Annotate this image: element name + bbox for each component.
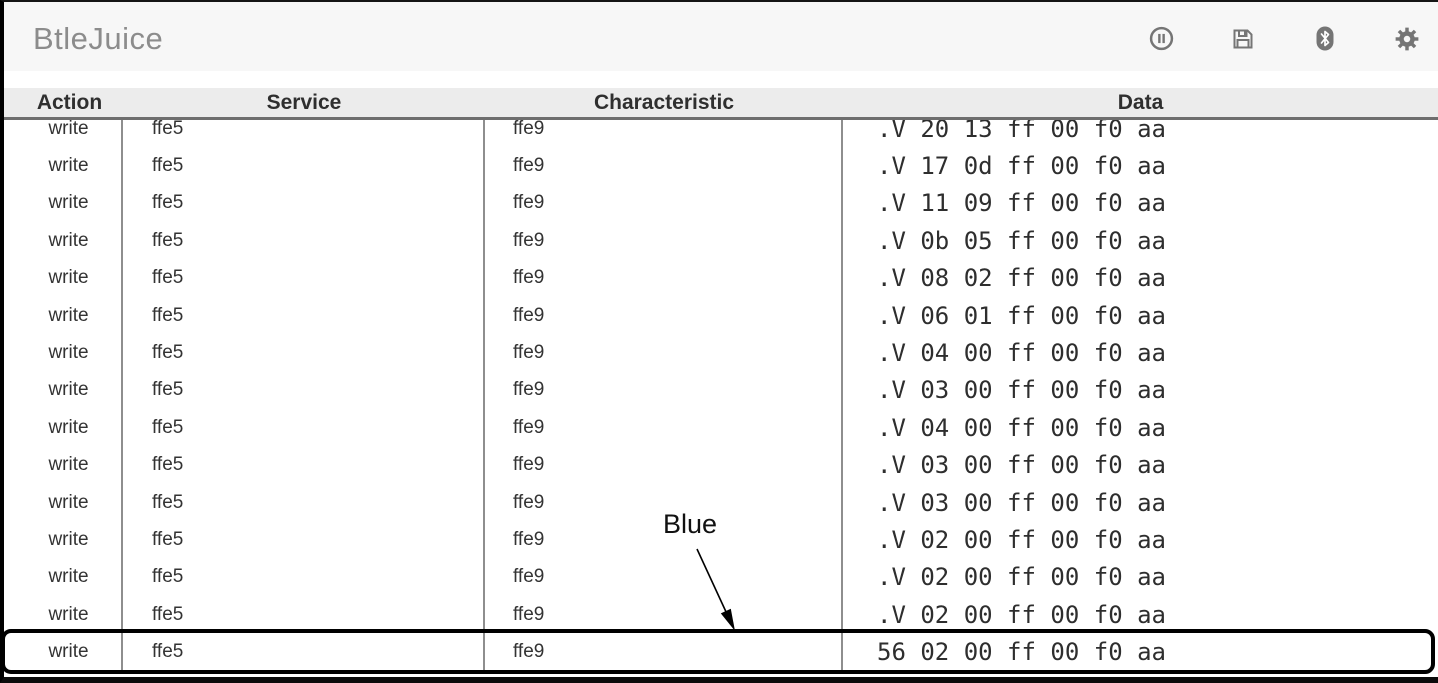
- cell-characteristic: ffe9: [485, 371, 843, 410]
- cell-service: ffe5: [123, 446, 485, 484]
- bluetooth-icon: [1314, 26, 1336, 51]
- cell-characteristic: ffe9: [485, 259, 843, 297]
- cell-data: 56 02 00 ff 00 f0 aa: [877, 638, 1166, 667]
- cell-service: ffe5: [123, 558, 485, 597]
- cell-data: .V 02 00 ff 00 f0 aa: [877, 600, 1166, 629]
- cell-characteristic: ffe9: [485, 446, 843, 484]
- cell-data: .V 0b 05 ff 00 f0 aa: [877, 226, 1166, 255]
- cell-service: ffe5: [123, 409, 485, 447]
- table-row[interactable]: write ffe5 ffe9 .V 06 01 ff 00 f0 aa: [4, 296, 1438, 335]
- cell-characteristic: ffe9: [485, 334, 843, 372]
- cell-characteristic: ffe9: [485, 483, 843, 522]
- cell-data: .V 06 01 ff 00 f0 aa: [877, 301, 1166, 330]
- cell-service: ffe5: [123, 371, 485, 410]
- table-row-selected[interactable]: write ffe5 ffe9 56 02 00 ff 00 f0 aa: [4, 633, 1438, 671]
- cell-data: .V 02 00 ff 00 f0 aa: [877, 563, 1166, 592]
- app-bar: BtleJuice: [4, 2, 1438, 71]
- cell-data: .V 11 09 ff 00 f0 aa: [877, 189, 1166, 218]
- cell-data: .V 20 13 ff 00 f0 aa: [877, 120, 1166, 143]
- events-table-body[interactable]: write ffe5 ffe9 .V 20 13 ff 00 f0 aa wri…: [4, 120, 1438, 677]
- cell-characteristic: ffe9: [485, 147, 843, 185]
- cell-characteristic: ffe9: [485, 558, 843, 597]
- appbar-table-gap: [4, 71, 1438, 88]
- cell-data: .V 03 00 ff 00 f0 aa: [877, 451, 1166, 480]
- column-header-service: Service: [266, 90, 342, 114]
- cell-data: .V 03 00 ff 00 f0 aa: [877, 488, 1166, 517]
- table-row[interactable]: write ffe5 ffe9 .V 02 00 ff 00 f0 aa: [4, 558, 1438, 597]
- cell-action: write: [4, 558, 123, 597]
- cell-action: write: [4, 147, 123, 185]
- cell-action: write: [4, 371, 123, 410]
- table-row[interactable]: write ffe5 ffe9 .V 20 13 ff 00 f0 aa: [4, 120, 1438, 148]
- cell-action: write: [4, 409, 123, 447]
- cell-action: write: [4, 633, 123, 671]
- cell-service: ffe5: [123, 596, 485, 634]
- table-row[interactable]: write ffe5 ffe9 .V 02 00 ff 00 f0 aa: [4, 596, 1438, 634]
- cell-action: write: [4, 446, 123, 484]
- cell-characteristic: ffe9: [485, 184, 843, 223]
- settings-icon: [1394, 26, 1420, 52]
- table-row[interactable]: write ffe5 ffe9 .V 03 00 ff 00 f0 aa: [4, 483, 1438, 522]
- cell-service: ffe5: [123, 147, 485, 185]
- cell-characteristic: ffe9: [485, 633, 843, 671]
- table-row[interactable]: write ffe5 ffe9 .V 11 09 ff 00 f0 aa: [4, 184, 1438, 223]
- cell-characteristic: ffe9: [485, 521, 843, 559]
- table-row[interactable]: write ffe5 ffe9 .V 04 00 ff 00 f0 aa: [4, 409, 1438, 447]
- cell-action: write: [4, 521, 123, 559]
- save-button[interactable]: [1230, 26, 1256, 52]
- cell-service: ffe5: [123, 184, 485, 223]
- cell-service: ffe5: [123, 120, 485, 148]
- save-icon: [1231, 27, 1255, 51]
- cell-service: ffe5: [123, 483, 485, 522]
- cell-service: ffe5: [123, 521, 485, 559]
- table-row[interactable]: write ffe5 ffe9 .V 0b 05 ff 00 f0 aa: [4, 222, 1438, 260]
- cell-action: write: [4, 296, 123, 335]
- table-row[interactable]: write ffe5 ffe9 .V 04 00 ff 00 f0 aa: [4, 334, 1438, 372]
- cell-service: ffe5: [123, 334, 485, 372]
- column-header-characteristic: Characteristic: [593, 90, 735, 114]
- cell-characteristic: ffe9: [485, 296, 843, 335]
- cell-action: write: [4, 596, 123, 634]
- cell-action: write: [4, 483, 123, 522]
- app-title: BtleJuice: [33, 20, 164, 56]
- pause-circle-icon: [1149, 26, 1174, 51]
- cell-data: .V 17 0d ff 00 f0 aa: [877, 152, 1166, 181]
- table-header: Action Service Characteristic Data: [4, 88, 1438, 120]
- cell-action: write: [4, 184, 123, 223]
- bluetooth-button[interactable]: [1312, 26, 1338, 52]
- cell-data: .V 08 02 ff 00 f0 aa: [877, 264, 1166, 293]
- cell-action: write: [4, 259, 123, 297]
- cell-characteristic: ffe9: [485, 120, 843, 148]
- column-header-data: Data: [1117, 90, 1164, 114]
- cell-service: ffe5: [123, 259, 485, 297]
- table-row[interactable]: write ffe5 ffe9 .V 02 00 ff 00 f0 aa: [4, 521, 1438, 559]
- cell-service: ffe5: [123, 633, 485, 671]
- cell-characteristic: ffe9: [485, 222, 843, 260]
- table-row[interactable]: write ffe5 ffe9 .V 17 0d ff 00 f0 aa: [4, 147, 1438, 185]
- cell-action: write: [4, 222, 123, 260]
- table-row[interactable]: write ffe5 ffe9 .V 03 00 ff 00 f0 aa: [4, 371, 1438, 410]
- settings-button[interactable]: [1394, 26, 1420, 52]
- cell-service: ffe5: [123, 296, 485, 335]
- cell-data: .V 03 00 ff 00 f0 aa: [877, 376, 1166, 405]
- cell-service: ffe5: [123, 222, 485, 260]
- cell-characteristic: ffe9: [485, 596, 843, 634]
- cell-action: write: [4, 334, 123, 372]
- table-row[interactable]: write ffe5 ffe9 .V 08 02 ff 00 f0 aa: [4, 259, 1438, 297]
- cell-data: .V 04 00 ff 00 f0 aa: [877, 413, 1166, 442]
- column-header-action: Action: [36, 90, 103, 114]
- table-row[interactable]: write ffe5 ffe9 .V 03 00 ff 00 f0 aa: [4, 446, 1438, 484]
- cell-data: .V 04 00 ff 00 f0 aa: [877, 339, 1166, 368]
- toolbar: [1148, 26, 1428, 52]
- cell-action: write: [4, 120, 123, 148]
- pause-button[interactable]: [1148, 26, 1174, 52]
- cell-data: .V 02 00 ff 00 f0 aa: [877, 525, 1166, 554]
- cell-characteristic: ffe9: [485, 409, 843, 447]
- events-rows: write ffe5 ffe9 .V 20 13 ff 00 f0 aa wri…: [4, 120, 1438, 671]
